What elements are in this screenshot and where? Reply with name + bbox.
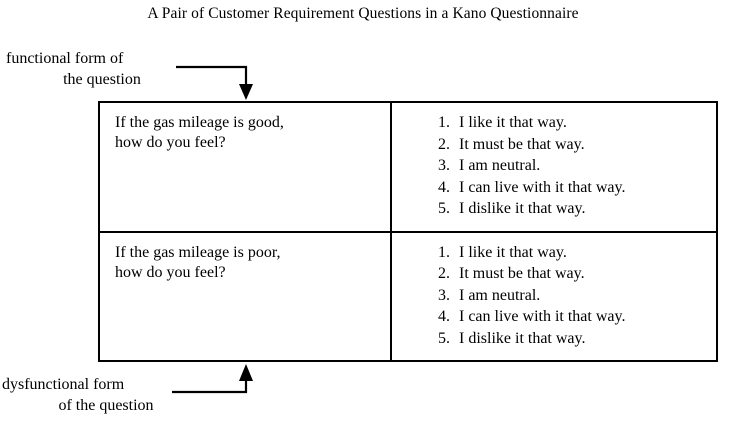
question-line-2: how do you feel? (115, 134, 226, 151)
answer-option[interactable]: 3. I am neutral. (438, 155, 716, 177)
table-row: If the gas mileage is poor, how do you f… (98, 230, 718, 362)
answer-option-number: 1. (438, 243, 450, 261)
answer-option-label: I can live with it that way. (459, 308, 626, 325)
answers-cell-functional: 1. I like it that way. 2. It must be tha… (390, 101, 718, 233)
answer-option-label: I like it that way. (459, 243, 567, 261)
answer-option-number: 2. (438, 265, 450, 282)
question-cell-dysfunctional: If the gas mileage is poor, how do you f… (98, 230, 392, 362)
question-cell-functional: If the gas mileage is good, how do you f… (98, 101, 392, 233)
answer-option[interactable]: 3. I am neutral. (438, 285, 716, 307)
answer-option-number: 2. (438, 135, 450, 153)
answer-option[interactable]: 5. I dislike it that way. (438, 198, 716, 220)
answer-option-label: I can live with it that way. (459, 178, 626, 196)
answer-option-label: I like it that way. (459, 114, 567, 131)
answer-options-list: 1. I like it that way. 2. It must be tha… (392, 103, 716, 220)
functional-form-label-line-1: functional form of (6, 50, 124, 67)
answer-option-label: I dislike it that way. (459, 200, 586, 217)
functional-form-label-line-2: the question (63, 71, 141, 88)
question-line-1: If the gas mileage is poor, (115, 243, 281, 261)
arrow-up-icon (239, 364, 253, 381)
answer-option-label: I am neutral. (459, 286, 541, 304)
question-line-1: If the gas mileage is good, (115, 114, 284, 131)
answer-option-number: 4. (438, 308, 450, 325)
functional-form-arrow (176, 65, 253, 100)
answer-option[interactable]: 4. I can live with it that way. (438, 177, 716, 199)
dysfunctional-form-label: dysfunctional form of the question (2, 374, 188, 416)
answer-option[interactable]: 5. I dislike it that way. (438, 328, 716, 350)
kano-questionnaire-table: If the gas mileage is good, how do you f… (98, 101, 718, 362)
answer-option-label: It must be that way. (459, 135, 585, 153)
answer-option[interactable]: 4. I can live with it that way. (438, 306, 716, 328)
arrow-down-icon (239, 84, 253, 100)
answer-option[interactable]: 2. It must be that way. (438, 263, 716, 285)
answer-option-number: 1. (438, 114, 450, 131)
figure-title: A Pair of Customer Requirement Questions… (147, 5, 579, 22)
table-row: If the gas mileage is good, how do you f… (98, 101, 718, 233)
dysfunctional-form-label-line-2: of the question (58, 397, 154, 414)
answer-option[interactable]: 2. It must be that way. (438, 134, 716, 156)
answer-option-number: 3. (438, 157, 450, 174)
functional-form-label: functional form of the question (6, 48, 184, 90)
answer-option-number: 3. (438, 286, 450, 304)
answer-option[interactable]: 1. I like it that way. (438, 112, 716, 134)
answer-option-label: I dislike it that way. (459, 329, 586, 347)
dysfunctional-form-label-line-1: dysfunctional form (2, 376, 125, 393)
question-text: If the gas mileage is poor, how do you f… (100, 233, 390, 283)
question-text: If the gas mileage is good, how do you f… (100, 103, 390, 153)
answer-option-label: I am neutral. (459, 157, 541, 174)
answer-option[interactable]: 1. I like it that way. (438, 242, 716, 264)
answer-option-number: 4. (438, 178, 450, 196)
answers-cell-dysfunctional: 1. I like it that way. 2. It must be tha… (390, 230, 718, 362)
answer-option-number: 5. (438, 329, 450, 347)
answer-options-list: 1. I like it that way. 2. It must be tha… (392, 233, 716, 350)
answer-option-label: It must be that way. (459, 265, 585, 282)
question-line-2: how do you feel? (115, 263, 226, 281)
answer-option-number: 5. (438, 200, 450, 217)
